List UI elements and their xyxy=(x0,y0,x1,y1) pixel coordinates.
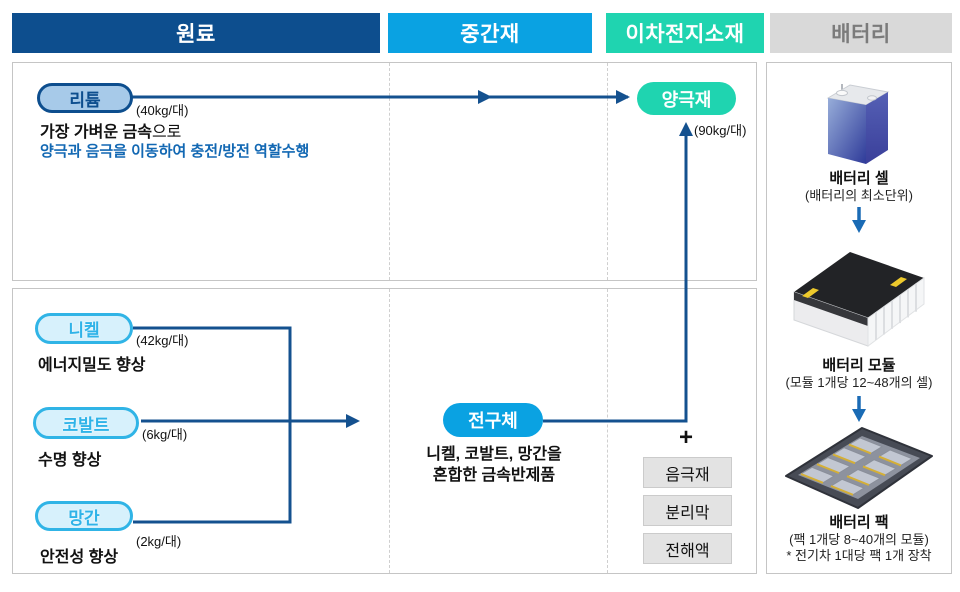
header-intermediate: 중간재 xyxy=(388,13,592,53)
precursor-description: 니켈, 코발트, 망간을 혼합한 금속반제품 xyxy=(408,444,580,486)
column-divider xyxy=(607,63,608,280)
column-divider xyxy=(607,289,608,573)
battery-pack-note: * 전기차 1대당 팩 1개 장착 xyxy=(786,548,932,563)
manganese-pill: 망간 xyxy=(35,501,133,531)
lithium-pill: 리튬 xyxy=(37,83,133,113)
manganese-amount: (2kg/대) xyxy=(136,534,182,549)
cathode-pill: 양극재 xyxy=(637,82,736,115)
down-arrow-icon xyxy=(852,207,866,233)
battery-module-caption: (모듈 1개당 12~48개의 셀) xyxy=(785,375,933,390)
precursor-desc-line1: 니켈, 코발트, 망간을 xyxy=(426,446,562,463)
manganese-description: 안전성 향상 xyxy=(40,549,119,566)
battery-pack-title: 배터리 팩 xyxy=(829,514,889,531)
header-battery-materials: 이차전지소재 xyxy=(606,13,764,53)
header-raw-materials: 원료 xyxy=(12,13,380,53)
plus-sign: + xyxy=(678,424,693,451)
cobalt-pill: 코발트 xyxy=(33,407,139,439)
column-divider xyxy=(389,289,390,573)
header-battery: 배터리 xyxy=(770,13,952,53)
cathode-amount: (90kg/대) xyxy=(694,123,747,138)
lithium-description-rest: 으로 xyxy=(151,124,182,141)
anode-box: 음극재 xyxy=(643,457,732,488)
battery-module-title: 배터리 모듈 xyxy=(822,357,896,374)
battery-pack-caption: (팩 1개당 8~40개의 모듈) xyxy=(789,532,929,547)
cobalt-description: 수명 향상 xyxy=(38,452,102,469)
lithium-description: 가장 가벼운 금속으로 xyxy=(40,118,181,142)
lithium-description-bold: 가장 가벼운 금속 xyxy=(40,124,152,141)
battery-cell-title: 배터리 셀 xyxy=(829,170,889,187)
nickel-description: 에너지밀도 향상 xyxy=(38,357,146,374)
lithium-role-text: 양극과 음극을 이동하여 충전/방전 역할수행 xyxy=(40,143,310,160)
separator-box: 분리막 xyxy=(643,495,732,526)
battery-cell-caption: (배터리의 최소단위) xyxy=(805,188,913,203)
electrolyte-box: 전해액 xyxy=(643,533,732,564)
precursor-pill: 전구체 xyxy=(443,403,543,437)
precursor-desc-line2: 혼합한 금속반제품 xyxy=(432,467,556,484)
down-arrow-icon xyxy=(852,396,866,422)
nickel-pill: 니켈 xyxy=(35,313,133,344)
column-divider xyxy=(389,63,390,280)
battery-pack-illustration xyxy=(785,427,933,509)
battery-cell-illustration xyxy=(826,84,890,164)
battery-module-illustration xyxy=(793,252,925,347)
cobalt-amount: (6kg/대) xyxy=(142,427,188,442)
nickel-amount: (42kg/대) xyxy=(136,333,189,348)
lithium-amount: (40kg/대) xyxy=(136,103,189,118)
